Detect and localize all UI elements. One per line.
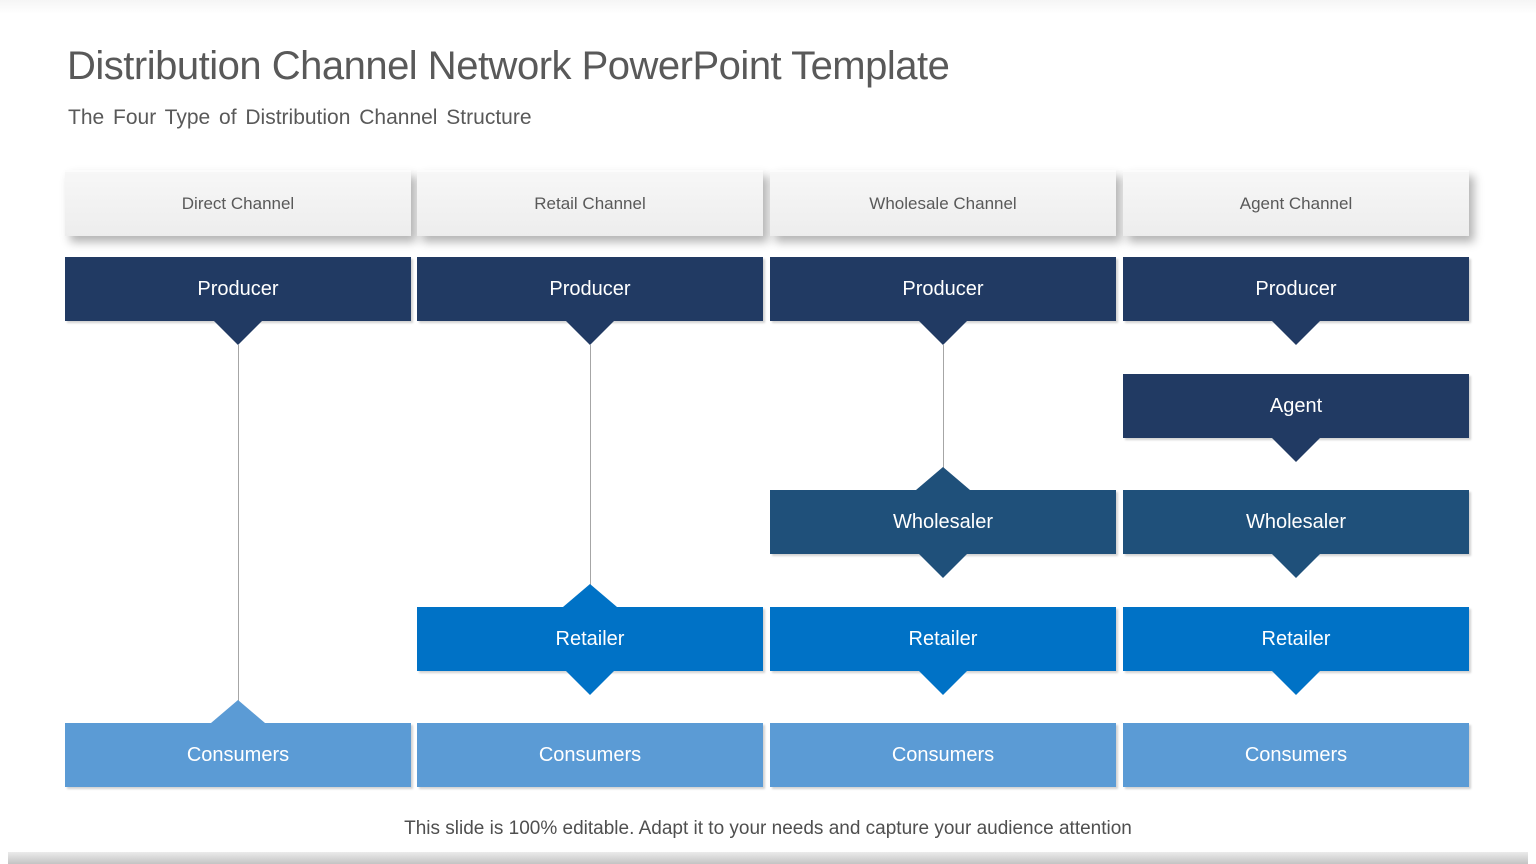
wholesale-consumers-label: Consumers	[891, 743, 995, 766]
agent-consumers-box[interactable]: Consumers	[1123, 723, 1469, 787]
connector-line-retail	[590, 345, 591, 585]
header-agent-channel[interactable]: Agent Channel	[1123, 170, 1469, 236]
header-wholesale-channel[interactable]: Wholesale Channel	[770, 170, 1116, 236]
wholesale-retailer-box[interactable]: Retailer	[770, 607, 1116, 695]
direct-consumers-box[interactable]: Consumers	[65, 700, 411, 787]
page-subtitle: The Four Type of Distribution Channel St…	[68, 106, 532, 129]
agent-producer-box[interactable]: Producer	[1123, 257, 1469, 345]
wholesale-wholesaler-box[interactable]: Wholesaler	[770, 467, 1116, 578]
bottom-edge-bar	[8, 852, 1528, 864]
page-title: Distribution Channel Network PowerPoint …	[67, 44, 950, 88]
wholesale-consumers-box[interactable]: Consumers	[770, 723, 1116, 787]
footer-note: This slide is 100% editable. Adapt it to…	[404, 818, 1132, 839]
retail-producer-label: Producer	[549, 277, 631, 300]
connector-line-wholesale	[943, 345, 944, 468]
header-agent-channel-label: Agent Channel	[1239, 194, 1353, 213]
direct-consumers-label: Consumers	[186, 743, 290, 766]
direct-producer-box[interactable]: Producer	[65, 257, 411, 345]
agent-agent-box[interactable]: Agent	[1123, 374, 1469, 462]
agent-retailer-label: Retailer	[1261, 627, 1331, 650]
header-direct-channel[interactable]: Direct Channel	[65, 170, 411, 236]
agent-producer-label: Producer	[1255, 277, 1337, 300]
retail-consumers-box[interactable]: Consumers	[417, 723, 763, 787]
agent-wholesaler-box[interactable]: Wholesaler	[1123, 490, 1469, 578]
header-retail-channel[interactable]: Retail Channel	[417, 170, 763, 236]
retail-producer-box[interactable]: Producer	[417, 257, 763, 345]
wholesale-wholesaler-label: Wholesaler	[892, 510, 994, 533]
header-direct-channel-label: Direct Channel	[181, 194, 295, 213]
header-retail-channel-label: Retail Channel	[534, 194, 646, 213]
wholesale-producer-label: Producer	[902, 277, 984, 300]
agent-agent-label: Agent	[1269, 394, 1323, 417]
connector-line-direct	[238, 345, 239, 702]
agent-retailer-box[interactable]: Retailer	[1123, 607, 1469, 695]
direct-producer-label: Producer	[197, 277, 279, 300]
agent-wholesaler-label: Wholesaler	[1245, 510, 1347, 533]
wholesale-retailer-label: Retailer	[908, 627, 978, 650]
retail-retailer-label: Retailer	[555, 627, 625, 650]
header-wholesale-channel-label: Wholesale Channel	[869, 194, 1017, 213]
retail-retailer-box[interactable]: Retailer	[417, 584, 763, 695]
retail-consumers-label: Consumers	[538, 743, 642, 766]
agent-consumers-label: Consumers	[1244, 743, 1348, 766]
wholesale-producer-box[interactable]: Producer	[770, 257, 1116, 345]
